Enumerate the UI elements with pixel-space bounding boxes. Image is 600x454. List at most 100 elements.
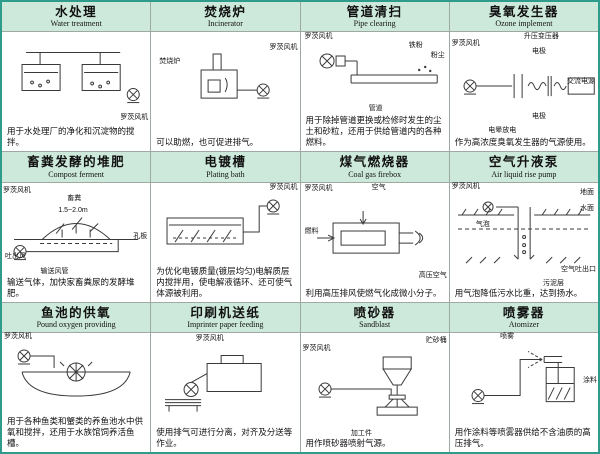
diagram-label: 罗茨风机 xyxy=(304,184,333,192)
diagram-label: 焚烧炉 xyxy=(159,58,181,66)
diagram-label: 罗茨风机 xyxy=(451,182,480,190)
diagram-label: 电极 xyxy=(532,113,546,121)
cell-header: 电镀槽 Plating bath xyxy=(151,152,300,183)
diagram-label: 铁粉 xyxy=(408,42,423,50)
cell-description: 使用排气可进行分离，对齐及分送等作业。 xyxy=(156,426,293,448)
cell-header: 喷砂器 Sandblast xyxy=(300,302,449,333)
diagram-label: 罗茨风机 xyxy=(4,332,32,340)
diagram-label: 罗茨风机 xyxy=(451,40,480,48)
compost-diagram: 罗茨风机 畜粪 1.5~2.0m 孔板 吐出风 输送风管 xyxy=(2,183,150,276)
diagram-label: 罗茨风机 xyxy=(195,334,224,342)
cell-subtitle: Atomizer xyxy=(508,320,539,330)
cell-subtitle: Coal gas firebox xyxy=(348,169,402,179)
paper-feeding-diagram: 罗茨风机 xyxy=(151,333,299,426)
cell-description: 利用高压排风使燃气化成微小分子。 xyxy=(305,287,442,298)
diagram-label: 污泥层 xyxy=(543,279,564,287)
cell-subtitle: Ozone implement xyxy=(495,19,553,29)
cell-paper-feeding: 印刷机送纸 Imprinter paper feeding 罗茨风机 使用排气可… xyxy=(151,302,300,452)
cell-subtitle: Plating bath xyxy=(206,169,245,179)
diagram-label: 喷雾 xyxy=(500,332,515,340)
ozone-diagram: 罗茨风机 升压变压器 电极 交流电源 电极 电晕放电 xyxy=(450,32,598,136)
diagram-label: 水面 xyxy=(580,204,594,212)
cell-compost-ferment: 畜粪发酵的堆肥 Compost ferment 罗茨风机 畜粪 1.5~2.0m… xyxy=(2,152,151,302)
cell-description: 用于除掉管道更换或检修时发生的尘土和砂粒，还用于供给管道内的各种燃料。 xyxy=(305,115,442,148)
cell-subtitle: Pound oxygen providing xyxy=(36,320,116,330)
compost-drawing xyxy=(2,183,150,276)
cell-incinerator: 焚烧炉 Incinerator 焚烧炉 罗茨风机 可以助燃，也可促进排气。 xyxy=(151,2,300,152)
diagram-label: 高压空气 xyxy=(418,271,447,279)
incinerator-drawing xyxy=(151,32,299,136)
diagram-label: 升压变压器 xyxy=(523,33,559,41)
cell-description: 为优化电镀质量(镀层均匀)电解质层内搅拌用，使电解液循环、还可使气体源被利用。 xyxy=(156,265,293,298)
fish-pond-drawing xyxy=(2,333,150,415)
diagram-label: 加工件 xyxy=(350,429,372,437)
atomizer-drawing xyxy=(450,333,598,426)
diagram-label: 空气 xyxy=(371,183,386,191)
diagram-label: 输送风管 xyxy=(40,267,69,275)
firebox-drawing xyxy=(301,183,449,287)
diagram-label: 地面 xyxy=(580,188,594,196)
cell-header: 鱼池的供氧 Pound oxygen providing xyxy=(2,302,151,333)
cell-title: 鱼池的供氧 xyxy=(41,305,112,320)
air-lift-drawing xyxy=(450,183,598,287)
cell-title: 电镀槽 xyxy=(204,155,247,170)
sandblast-drawing xyxy=(301,333,449,437)
cell-pond-oxygen: 鱼池的供氧 Pound oxygen providing 罗茨风机 用于各种鱼类… xyxy=(2,302,151,452)
diagram-label: 罗茨风机 xyxy=(269,44,298,52)
diagram-label: 粉尘 xyxy=(430,52,445,60)
sandblast-diagram: 罗茨风机 贮砂桶 加工件 xyxy=(301,333,449,437)
cell-title: 畜粪发酵的堆肥 xyxy=(27,155,126,170)
diagram-label: 罗茨风机 xyxy=(120,114,149,122)
cell-header: 畜粪发酵的堆肥 Compost ferment xyxy=(2,152,151,183)
diagram-label: 1.5~2.0m xyxy=(58,206,88,214)
cell-coal-gas-firebox: 煤气燃烧器 Coal gas firebox 罗茨风机 空气 燃料 高压空气 利… xyxy=(300,152,449,302)
firebox-diagram: 罗茨风机 空气 燃料 高压空气 xyxy=(301,183,449,287)
cell-description: 可以助燃，也可促进排气。 xyxy=(156,137,259,148)
diagram-label: 畜粪 xyxy=(67,194,82,202)
air-lift-diagram: 罗茨风机 地面 水面 气泡 空气吐出口 污泥层 xyxy=(450,183,598,287)
cell-subtitle: Air liquid rise pump xyxy=(491,169,557,179)
pipe-clearing-diagram: 罗茨风机 铁粉 粉尘 管道 xyxy=(301,32,449,114)
cell-header: 喷雾器 Atomizer xyxy=(449,302,598,333)
cell-subtitle: Imprinter paper feeding xyxy=(187,320,264,330)
cell-header: 空气升液泵 Air liquid rise pump xyxy=(449,152,598,183)
diagram-label: 气泡 xyxy=(475,220,490,228)
fish-pond-diagram: 罗茨风机 xyxy=(2,333,150,415)
cell-subtitle: Pipe clearing xyxy=(353,19,396,29)
plating-bath-drawing xyxy=(151,183,299,265)
cell-title: 水处理 xyxy=(55,5,98,19)
water-treatment-diagram: 罗茨风机 xyxy=(2,32,150,125)
cell-header: 印刷机送纸 Imprinter paper feeding xyxy=(151,302,300,333)
cell-title: 焚烧炉 xyxy=(204,5,247,19)
cell-atomizer: 喷雾器 Atomizer 喷雾 涂料 用作涂料等喷雾器供给不含油质的高压排气。 xyxy=(449,302,598,452)
diagram-label: 罗茨风机 xyxy=(302,344,331,352)
cell-description: 用于各种鱼类和蟹类的养鱼池水中供氧和搅拌，还用于水族馆饲养活鱼槽。 xyxy=(7,415,144,448)
cell-water-treatment: 水处理 Water treatment 罗茨风机 用于水处理厂的净化和沉淀物的搅… xyxy=(2,2,151,152)
cell-description: 输送气体，加快家畜粪尿的发酵堆肥。 xyxy=(7,276,135,298)
cell-air-liquid-rise-pump: 空气升液泵 Air liquid rise pump 罗茨风机 地面 水面 气泡… xyxy=(449,152,598,302)
incinerator-diagram: 焚烧炉 罗茨风机 xyxy=(151,32,299,136)
diagram-label: 吐出风 xyxy=(5,252,26,260)
cell-title: 臭氧发生器 xyxy=(488,5,559,19)
cell-subtitle: Sandblast xyxy=(359,320,391,330)
diagram-label: 贮砂桶 xyxy=(425,336,447,344)
cell-title: 管道清扫 xyxy=(346,5,403,19)
cell-subtitle: Compost ferment xyxy=(48,169,105,179)
water-treatment-drawing xyxy=(2,32,150,125)
cell-description: 用于水处理厂的净化和沉淀物的搅拌。 xyxy=(7,126,135,148)
cell-plating-bath: 电镀槽 Plating bath 罗茨风机 为优化电镀质量(镀层均匀)电解质层内… xyxy=(151,152,300,302)
cell-description: 用气泡降低污水比重，达到扬水。 xyxy=(454,287,583,298)
diagram-label: 涂料 xyxy=(583,377,597,385)
cell-header: 煤气燃烧器 Coal gas firebox xyxy=(300,152,449,183)
diagram-label: 交流电源 xyxy=(567,77,595,85)
cell-description: 作为高浓度臭氧发生器的气源使用。 xyxy=(454,137,591,148)
cell-header: 焚烧炉 Incinerator xyxy=(151,2,300,33)
cell-title: 空气升液泵 xyxy=(488,155,559,170)
cell-title: 煤气燃烧器 xyxy=(339,155,410,170)
ozone-drawing xyxy=(450,32,598,136)
cell-title: 喷雾器 xyxy=(502,305,545,320)
plating-bath-diagram: 罗茨风机 xyxy=(151,183,299,265)
cell-sandblast: 喷砂器 Sandblast 罗茨风机 贮砂桶 加工件 用作喷砂器喷射气源。 xyxy=(300,302,449,452)
cell-pipe-clearing: 管道清扫 Pipe clearing 罗茨风机 铁粉 粉尘 管道 用于除掉管道更… xyxy=(300,2,449,152)
